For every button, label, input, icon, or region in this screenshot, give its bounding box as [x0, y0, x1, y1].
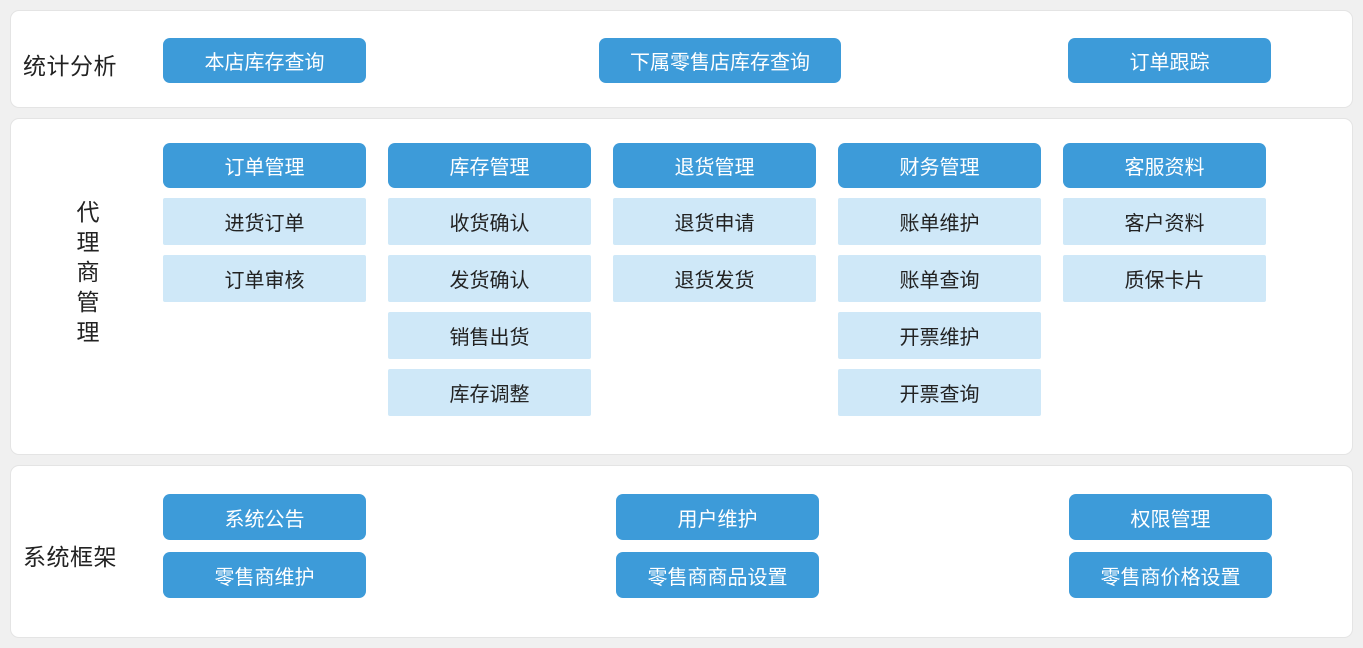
agent-header-customer-service[interactable]: 客服资料 — [1063, 143, 1266, 188]
panel-agent-management: 代 理 商 管 理 订单管理 进货订单 订单审核 库存管理 收货确认 发货确认 … — [10, 118, 1353, 455]
agent-item-return-shipment[interactable]: 退货发货 — [613, 255, 816, 302]
stats-button-subordinate-retail-inventory-query[interactable]: 下属零售店库存查询 — [599, 38, 841, 83]
agent-label-char-3: 管 — [76, 289, 100, 315]
agent-header-return-management[interactable]: 退货管理 — [613, 143, 816, 188]
system-group-2: 用户维护 零售商商品设置 — [616, 494, 819, 598]
agent-header-order-management[interactable]: 订单管理 — [163, 143, 366, 188]
section-label-agent-management: 代 理 商 管 理 — [74, 197, 102, 347]
agent-item-warranty-card[interactable]: 质保卡片 — [1063, 255, 1266, 302]
statistics-button-row: 本店库存查询 下属零售店库存查询 订单跟踪 — [11, 11, 1352, 107]
stats-button-local-inventory-query[interactable]: 本店库存查询 — [163, 38, 366, 83]
system-button-groups: 系统公告 零售商维护 用户维护 零售商商品设置 权限管理 零售商价格设置 — [163, 494, 1272, 598]
agent-item-customer-profile[interactable]: 客户资料 — [1063, 198, 1266, 245]
agent-column-order-management: 订单管理 进货订单 订单审核 — [163, 143, 366, 416]
system-button-retailer-price-settings[interactable]: 零售商价格设置 — [1069, 552, 1272, 598]
agent-header-finance-management[interactable]: 财务管理 — [838, 143, 1041, 188]
agent-column-inventory-management: 库存管理 收货确认 发货确认 销售出货 库存调整 — [388, 143, 591, 416]
agent-item-shipment-confirmation[interactable]: 发货确认 — [388, 255, 591, 302]
agent-item-receipt-confirmation[interactable]: 收货确认 — [388, 198, 591, 245]
system-button-system-announcement[interactable]: 系统公告 — [163, 494, 366, 540]
agent-label-char-4: 理 — [76, 319, 100, 345]
system-spacer-2 — [819, 494, 1069, 598]
agent-item-invoice-query[interactable]: 开票查询 — [838, 369, 1041, 416]
agent-column-customer-service: 客服资料 客户资料 质保卡片 — [1063, 143, 1266, 416]
system-button-retailer-product-settings[interactable]: 零售商商品设置 — [616, 552, 819, 598]
panel-system-framework: 系统框架 系统公告 零售商维护 用户维护 零售商商品设置 权限管理 零售商价格设… — [10, 465, 1353, 638]
agent-item-order-review[interactable]: 订单审核 — [163, 255, 366, 302]
agent-item-bill-query[interactable]: 账单查询 — [838, 255, 1041, 302]
agent-label-char-0: 代 — [76, 199, 100, 225]
system-group-1: 系统公告 零售商维护 — [163, 494, 366, 598]
agent-label-char-2: 商 — [76, 259, 100, 285]
agent-item-invoice-maintenance[interactable]: 开票维护 — [838, 312, 1041, 359]
agent-item-purchase-order[interactable]: 进货订单 — [163, 198, 366, 245]
section-label-system-framework: 系统框架 — [23, 544, 117, 570]
system-spacer-1 — [366, 494, 616, 598]
agent-item-sales-shipment[interactable]: 销售出货 — [388, 312, 591, 359]
stats-button-order-tracking[interactable]: 订单跟踪 — [1068, 38, 1271, 83]
agent-item-return-application[interactable]: 退货申请 — [613, 198, 816, 245]
agent-item-bill-maintenance[interactable]: 账单维护 — [838, 198, 1041, 245]
agent-column-return-management: 退货管理 退货申请 退货发货 — [613, 143, 816, 416]
system-button-retailer-maintenance[interactable]: 零售商维护 — [163, 552, 366, 598]
system-group-3: 权限管理 零售商价格设置 — [1069, 494, 1272, 598]
agent-header-inventory-management[interactable]: 库存管理 — [388, 143, 591, 188]
agent-column-finance-management: 财务管理 账单维护 账单查询 开票维护 开票查询 — [838, 143, 1041, 416]
agent-item-inventory-adjustment[interactable]: 库存调整 — [388, 369, 591, 416]
agent-label-char-1: 理 — [76, 229, 100, 255]
system-button-user-maintenance[interactable]: 用户维护 — [616, 494, 819, 540]
section-label-statistics: 统计分析 — [23, 53, 117, 79]
agent-columns: 订单管理 进货订单 订单审核 库存管理 收货确认 发货确认 销售出货 库存调整 … — [163, 143, 1266, 416]
system-button-permission-management[interactable]: 权限管理 — [1069, 494, 1272, 540]
panel-statistics: 统计分析 本店库存查询 下属零售店库存查询 订单跟踪 — [10, 10, 1353, 108]
